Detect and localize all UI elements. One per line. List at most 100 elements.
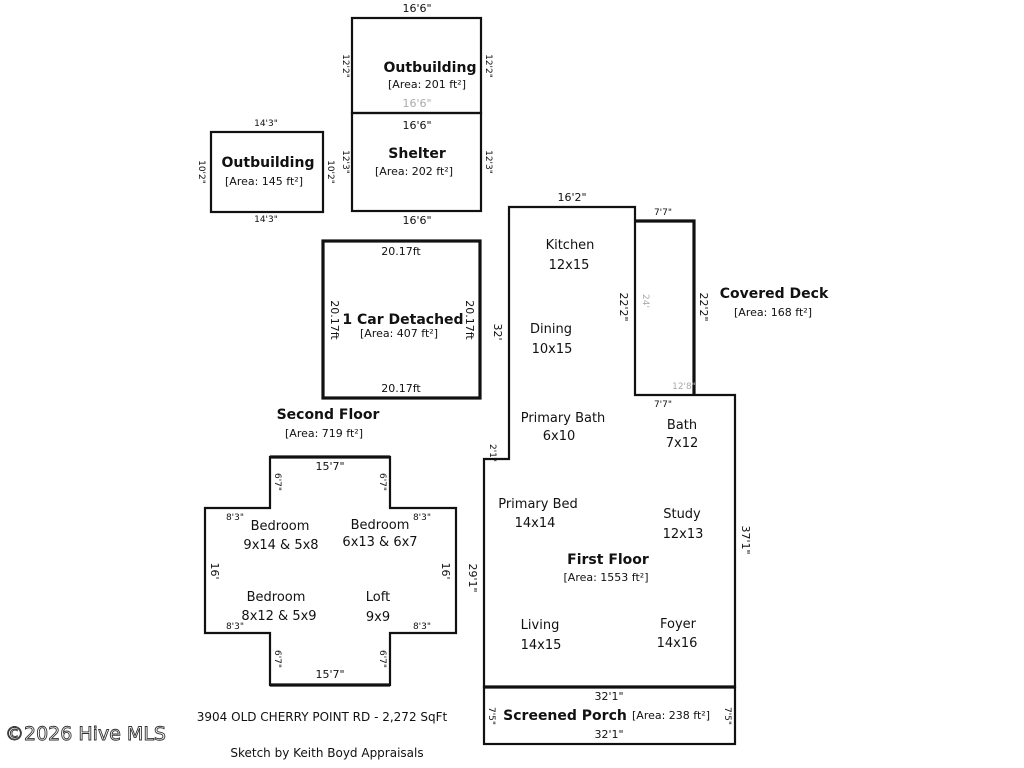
first-floor-room-size: 12x15 — [549, 258, 590, 273]
shelter-dim-left: 12'3" — [340, 150, 350, 174]
second-floor-dim-notch-tl: 6'7" — [272, 473, 282, 491]
second-floor-dim-bottom: 15'7" — [315, 668, 344, 681]
second-floor-title: Second Floor — [277, 407, 380, 423]
screened-porch: 32'1" 32'1" 7'5" 7'5" Screened Porch [Ar… — [482, 685, 737, 746]
second-floor-dim-notch-tr: 6'7" — [377, 473, 387, 491]
second-floor-room-name: Loft — [366, 590, 390, 605]
covered-deck-dim-inner: 24' — [640, 294, 650, 308]
screened-porch-title: Screened Porch — [503, 708, 627, 724]
shelter: 16'6" 12'3" 12'3" Shelter [Area: 202 ft²… — [340, 111, 493, 227]
first-floor-room-name: Bath — [667, 418, 697, 433]
first-floor-dim-step: 7'7" — [654, 400, 672, 410]
outbuilding-top-area: [Area: 201 ft²] — [388, 78, 466, 91]
screened-porch-dim-top: 32'1" — [594, 690, 623, 703]
second-floor-dim-arm-tr: 8'3" — [413, 513, 431, 523]
second-floor-room-name: Bedroom — [351, 518, 410, 533]
outbuilding-left-title: Outbuilding — [222, 155, 315, 171]
outbuilding-left-dim-top: 14'3" — [254, 119, 278, 129]
second-floor-room-size: 9x14 & 5x8 — [243, 538, 318, 553]
watermark: ©2026 Hive MLS — [5, 723, 166, 745]
outbuilding-top-dim-left: 12'2" — [340, 54, 350, 78]
first-floor-dim-top: 16'2" — [557, 191, 586, 204]
first-floor-room-size: 14x14 — [515, 516, 556, 531]
second-floor-dim-top: 15'7" — [315, 460, 344, 473]
outbuilding-top-title: Outbuilding — [384, 60, 477, 76]
covered-deck-dim-bottom: 12'8" — [672, 382, 696, 392]
garage: 20.17ft 20.17ft 20.17ft 20.17ft 1 Car De… — [321, 239, 482, 400]
outbuilding-left-area: [Area: 145 ft²] — [225, 175, 303, 188]
outbuilding-top: 16'6" 12'2" 12'2" Outbuilding [Area: 201… — [340, 2, 493, 115]
second-floor: Second Floor [Area: 719 ft²] 15'7" 15'7"… — [203, 407, 458, 687]
covered-deck-area: [Area: 168 ft²] — [734, 306, 812, 319]
garage-dim-left: 20.17ft — [328, 300, 341, 340]
outbuilding-left-dim-left: 10'2" — [196, 160, 206, 184]
first-floor-room-name: Foyer — [660, 617, 697, 632]
shelter-title: Shelter — [388, 146, 446, 162]
first-floor-room-name: Kitchen — [546, 238, 595, 253]
garage-title: 1 Car Detached — [342, 312, 463, 328]
garage-area: [Area: 407 ft²] — [360, 327, 438, 340]
second-floor-dim-arm-bl: 8'3" — [226, 622, 244, 632]
first-floor: 16'2" 32' 29'1" 37'1" 22'2" 7'7" 2'1" Ki… — [466, 191, 752, 689]
first-floor-room-size: 10x15 — [532, 342, 573, 357]
second-floor-area: [Area: 719 ft²] — [285, 427, 363, 440]
screened-porch-dim-bottom: 32'1" — [594, 728, 623, 741]
screened-porch-area: [Area: 238 ft²] — [632, 709, 710, 722]
second-floor-room-size: 6x13 & 6x7 — [342, 535, 417, 550]
garage-dim-right: 20.17ft — [463, 300, 476, 340]
first-floor-room-name: Primary Bed — [498, 497, 578, 512]
first-floor-room-size: 14x16 — [657, 636, 698, 651]
first-floor-dim-right: 37'1" — [739, 525, 752, 554]
shelter-dim-right: 12'3" — [483, 150, 493, 174]
first-floor-area: [Area: 1553 ft²] — [564, 571, 649, 584]
first-floor-room-name: Primary Bath — [521, 411, 606, 426]
second-floor-walls — [203, 455, 458, 687]
footer-credit: Sketch by Keith Boyd Appraisals — [230, 746, 423, 760]
covered-deck-walls — [635, 219, 696, 395]
first-floor-room-size: 14x15 — [521, 638, 562, 653]
second-floor-dim-left: 16' — [208, 562, 221, 579]
second-floor-dim-notch-bl: 6'7" — [272, 650, 282, 668]
garage-walls — [321, 239, 482, 400]
first-floor-title: First Floor — [567, 552, 649, 568]
covered-deck-dim-right: 22'2" — [697, 292, 710, 321]
outbuilding-left: 14'3" 14'3" 10'2" 10'2" Outbuilding [Are… — [196, 119, 335, 225]
garage-dim-top: 20.17ft — [381, 245, 421, 258]
second-floor-room-size: 9x9 — [366, 610, 390, 625]
garage-dim-bottom: 20.17ft — [381, 382, 421, 395]
screened-porch-dim-right: 7'5" — [722, 707, 732, 725]
covered-deck: 7'7" 24' 22'2" 12'8" Covered Deck [Area:… — [635, 208, 829, 395]
second-floor-dim-arm-br: 8'3" — [413, 622, 431, 632]
outbuilding-top-dim-right: 12'2" — [483, 54, 493, 78]
second-floor-room-name: Bedroom — [247, 590, 306, 605]
outbuilding-left-dim-bottom: 14'3" — [254, 215, 278, 225]
screened-porch-dim-left: 7'5" — [486, 707, 496, 725]
outbuilding-top-dim-bottom: 16'6" — [402, 97, 431, 110]
footer-address: 3904 OLD CHERRY POINT RD - 2,272 SqFt — [197, 710, 448, 724]
first-floor-room-name: Living — [521, 618, 560, 633]
first-floor-dim-left-lower: 29'1" — [466, 563, 479, 592]
outbuilding-left-dim-right: 10'2" — [325, 160, 335, 184]
first-floor-room-size: 7x12 — [666, 436, 699, 451]
second-floor-room-name: Bedroom — [251, 519, 310, 534]
outbuilding-top-dim-top: 16'6" — [402, 2, 431, 15]
shelter-area: [Area: 202 ft²] — [375, 165, 453, 178]
first-floor-room-name: Study — [663, 507, 701, 522]
covered-deck-dim-top: 7'7" — [654, 208, 672, 218]
shelter-dim-bottom: 16'6" — [402, 214, 431, 227]
second-floor-dim-arm-tl: 8'3" — [226, 513, 244, 523]
shelter-dim-top: 16'6" — [402, 119, 431, 132]
first-floor-room-name: Dining — [530, 322, 572, 337]
second-floor-dim-notch-br: 6'7" — [377, 650, 387, 668]
first-floor-room-size: 6x10 — [543, 429, 576, 444]
first-floor-dim-small: 2'1" — [487, 444, 497, 462]
second-floor-dim-right: 16' — [439, 562, 452, 579]
first-floor-dim-left-upper: 32' — [491, 323, 504, 340]
shelter-walls — [350, 111, 483, 213]
first-floor-dim-inner: 22'2" — [617, 292, 630, 321]
second-floor-room-size: 8x12 & 5x9 — [241, 609, 316, 624]
covered-deck-title: Covered Deck — [720, 286, 829, 302]
first-floor-room-size: 12x13 — [663, 527, 704, 542]
outbuilding-left-walls — [209, 130, 325, 214]
